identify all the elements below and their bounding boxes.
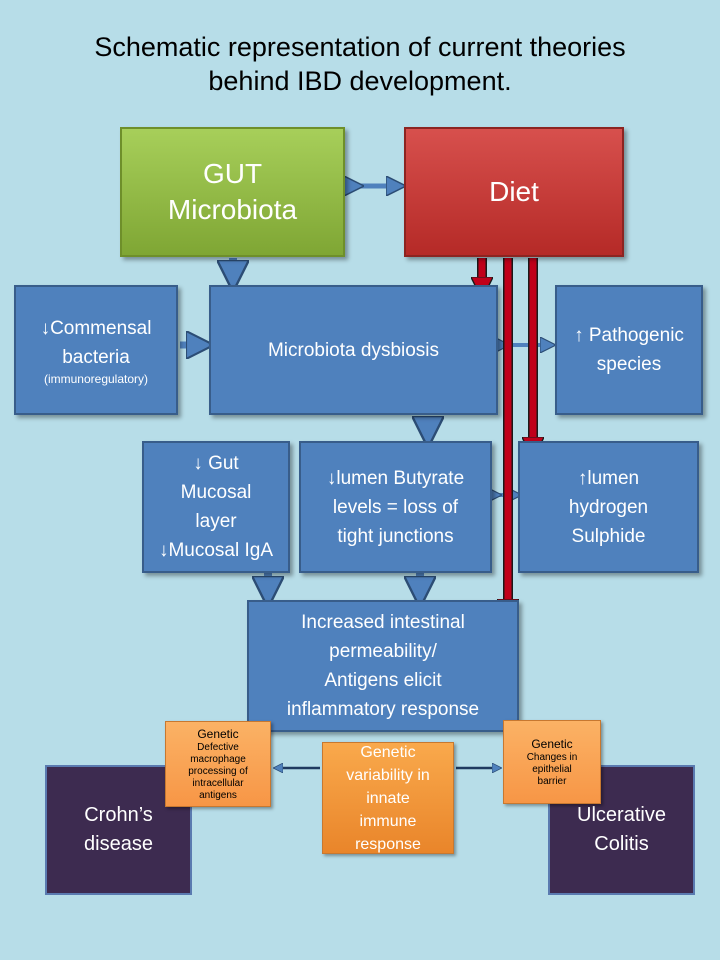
butyrate-box: ↓lumen Butyrate levels = loss of tight j…	[299, 441, 492, 573]
genetic-left-line-5: antigens	[199, 789, 237, 801]
commensal-bacteria-box: ↓Commensal bacteria (immunoregulatory)	[14, 285, 178, 415]
hydrogen-sulphide-box: ↑lumen hydrogen Sulphide	[518, 441, 699, 573]
gut-mucosal-box: ↓ Gut Mucosal layer ↓Mucosal IgA	[142, 441, 290, 573]
genetic-mid-line-3: innate	[366, 789, 410, 807]
genetic-right-line-1: Changes in	[526, 751, 578, 763]
permeability-line-2: permeability/	[329, 641, 437, 662]
permeability-line-1: Increased intestinal	[301, 612, 465, 633]
genetic-left-line-2: macrophage	[190, 753, 246, 765]
permeability-line-4: inflammatory response	[286, 699, 480, 720]
genetic-right-line-2: epithelial	[532, 763, 572, 775]
hydrogen-line-3: Sulphide	[571, 525, 646, 547]
commensal-line-3: (immunoregulatory)	[43, 371, 149, 386]
red-arrows-from-diet	[482, 258, 533, 610]
hydrogen-line-2: hydrogen	[568, 496, 649, 518]
genetic-left-box: Genetic Defective macrophage processing …	[165, 721, 271, 807]
crohns-line-1: Crohn’s	[84, 804, 153, 826]
title-line-1: Schematic representation of current theo…	[94, 32, 626, 62]
permeability-box: Increased intestinal permeability/ Antig…	[247, 600, 519, 732]
uc-line-2: Colitis	[594, 833, 649, 855]
commensal-line-2: bacteria	[62, 346, 130, 368]
butyrate-line-3: tight junctions	[337, 525, 454, 547]
dysbiosis-label: Microbiota dysbiosis	[267, 339, 440, 361]
genetic-right-head: Genetic	[531, 736, 573, 751]
genetic-variability-box: Genetic variability in innate immune res…	[322, 742, 454, 854]
butyrate-line-1: ↓lumen Butyrate	[326, 467, 465, 489]
genetic-mid-line-1: Genetic	[360, 743, 416, 761]
gut-line-2: Microbiota	[167, 194, 298, 225]
pathogenic-line-1: ↑ Pathogenic	[574, 325, 684, 346]
diet-label: Diet	[489, 176, 539, 207]
genetic-left-head: Genetic	[197, 726, 239, 741]
permeability-line-3: Antigens elicit	[324, 670, 442, 691]
genetic-mid-line-4: immune	[359, 812, 417, 830]
commensal-line-1: ↓Commensal	[40, 317, 152, 339]
gut-line-1: GUT	[202, 158, 263, 189]
butyrate-line-2: levels = loss of	[332, 496, 459, 518]
mucosal-line-2: Mucosal	[180, 482, 252, 503]
mucosal-line-3: layer	[195, 511, 237, 532]
genetic-left-line-1: Defective	[197, 741, 239, 753]
diagram-title: Schematic representation of current theo…	[20, 30, 700, 98]
gut-microbiota-box: GUT Microbiota	[120, 127, 345, 257]
pathogenic-species-box: ↑ Pathogenic species	[555, 285, 703, 415]
genetic-left-line-3: processing of	[188, 765, 248, 777]
genetic-left-line-4: intracellular	[192, 777, 244, 789]
mucosal-line-4: ↓Mucosal IgA	[158, 540, 274, 561]
title-line-2: behind IBD development.	[208, 66, 512, 96]
microbiota-dysbiosis-box: Microbiota dysbiosis	[209, 285, 498, 415]
mucosal-line-1: ↓ Gut	[193, 453, 239, 474]
genetic-right-box: Genetic Changes in epithelial barrier	[503, 720, 601, 804]
uc-line-1: Ulcerative	[577, 804, 666, 826]
genetic-mid-line-5: response	[355, 835, 421, 853]
genetic-mid-line-2: variability in	[346, 766, 430, 784]
hydrogen-line-1: ↑lumen	[577, 467, 640, 489]
genetic-right-line-3: barrier	[537, 775, 567, 787]
pathogenic-line-2: species	[596, 354, 662, 375]
crohns-line-2: disease	[84, 833, 153, 855]
diet-box: Diet	[404, 127, 624, 257]
